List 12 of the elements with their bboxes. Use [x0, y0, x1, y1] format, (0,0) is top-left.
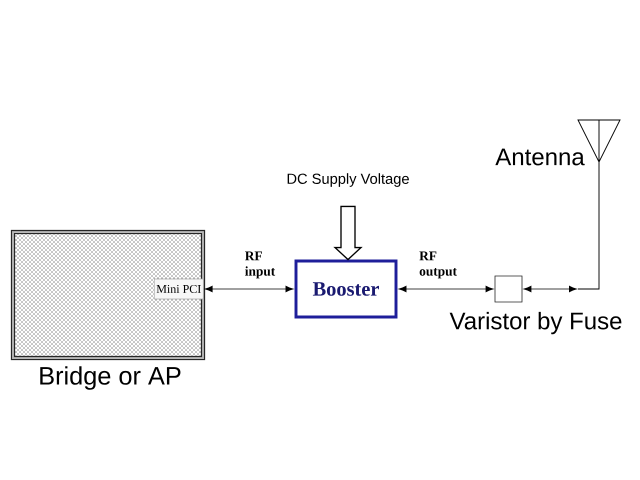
component-label: Varistor by Fuse [450, 312, 622, 334]
arrow [524, 286, 577, 292]
arrow [204, 286, 294, 292]
edge-label: RF output [418, 250, 464, 280]
arrow [333, 206, 363, 260]
arrow [398, 286, 494, 292]
edge-label: RF input [243, 250, 280, 280]
device-label: Bridge or AP [40, 366, 180, 390]
port-box: Mini PCI [154, 278, 204, 300]
booster-box: Booster [294, 260, 398, 318]
supply-label: DC Supply Voltage [288, 173, 409, 187]
antenna-label: Antenna [495, 148, 585, 166]
